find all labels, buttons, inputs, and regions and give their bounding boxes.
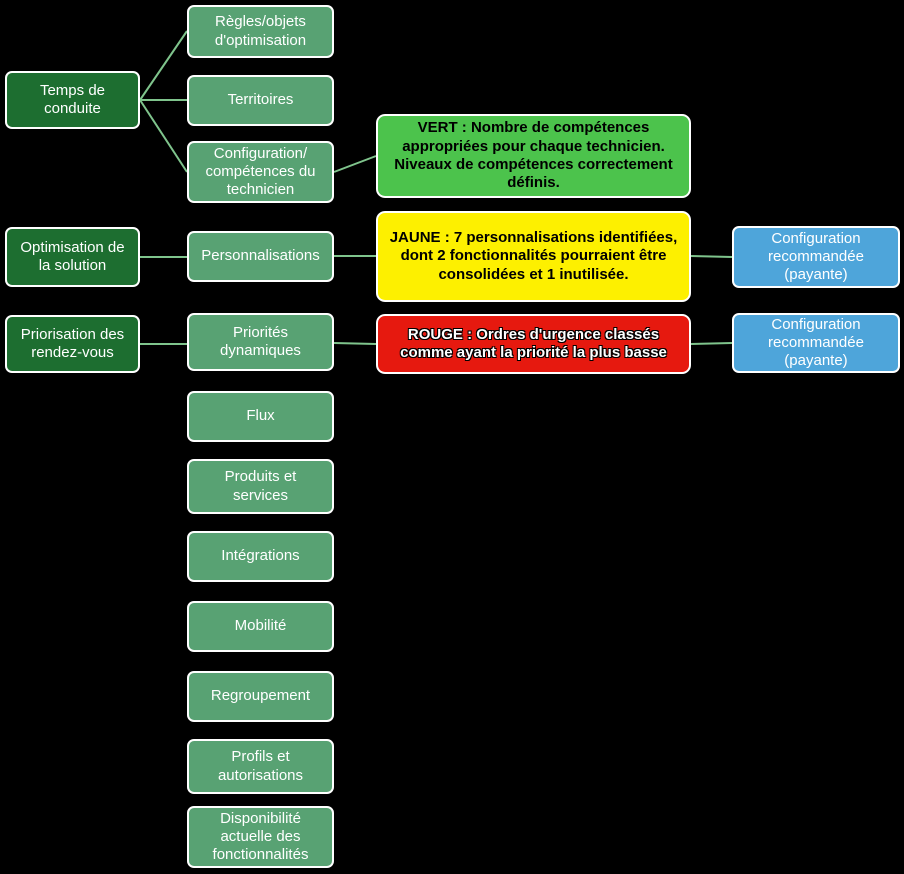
- node-label: Priorités dynamiques: [220, 323, 301, 359]
- node-territoires: Territoires: [187, 75, 334, 126]
- callout-label: VERT : Nombre de compétences appropriées…: [394, 119, 673, 192]
- node-label: Disponibilité actuelle des fonctionnalit…: [212, 809, 309, 864]
- node-optimisation-solution: Optimisation de la solution: [5, 227, 140, 287]
- node-label: Configuration/ compétences du technicien: [205, 144, 316, 199]
- node-label: Configuration recommandée (payante): [768, 315, 864, 370]
- node-label: Flux: [246, 407, 275, 425]
- node-label: Priorisation des rendez-vous: [20, 325, 125, 361]
- node-profils-autorisations: Profils et autorisations: [187, 739, 334, 794]
- node-integrations: Intégrations: [187, 531, 334, 582]
- connector-jaune-config-recommandee-1: [690, 255, 733, 258]
- node-mobilite: Mobilité: [187, 601, 334, 652]
- node-flux: Flux: [187, 391, 334, 442]
- node-label: Personnalisations: [201, 247, 320, 265]
- node-label: Temps de conduite: [39, 81, 106, 117]
- node-priorites-dynamiques: Priorités dynamiques: [187, 313, 334, 371]
- node-label: Configuration recommandée (payante): [768, 229, 864, 284]
- node-disponibilite-fonctionnalites: Disponibilité actuelle des fonctionnalit…: [187, 806, 334, 868]
- connector-rouge-config-recommandee-2: [690, 342, 733, 345]
- callout-jaune: JAUNE : 7 personnalisations identifiées,…: [376, 211, 691, 302]
- connector-configuration-vert: [333, 155, 377, 173]
- node-regles-objets-optimisation: Règles/objets d'optimisation: [187, 5, 334, 58]
- node-regroupement: Regroupement: [187, 671, 334, 722]
- node-label: Produits et services: [224, 468, 297, 504]
- node-priorisation-rendez-vous: Priorisation des rendez-vous: [5, 315, 140, 373]
- node-configuration-recommandee-1: Configuration recommandée (payante): [732, 226, 900, 288]
- node-label: Intégrations: [221, 547, 300, 565]
- node-temps-de-conduite: Temps de conduite: [5, 71, 140, 129]
- node-label: Optimisation de la solution: [20, 238, 125, 274]
- node-personnalisations: Personnalisations: [187, 231, 334, 282]
- connector-temps-configuration: [139, 99, 188, 173]
- connector-temps-regles: [139, 30, 188, 101]
- node-label: Profils et autorisations: [217, 748, 304, 784]
- node-label: Règles/objets d'optimisation: [214, 13, 307, 49]
- callout-vert: VERT : Nombre de compétences appropriées…: [376, 114, 691, 198]
- connector-priorites-rouge: [333, 342, 377, 345]
- node-label: Regroupement: [210, 687, 311, 705]
- node-label: Mobilité: [234, 617, 287, 635]
- node-label: Territoires: [227, 91, 294, 109]
- node-produits-services: Produits et services: [187, 459, 334, 514]
- callout-label: JAUNE : 7 personnalisations identifiées,…: [389, 229, 678, 283]
- callout-rouge: ROUGE : Ordres d'urgence classés comme a…: [376, 314, 691, 374]
- node-configuration-recommandee-2: Configuration recommandée (payante): [732, 313, 900, 373]
- callout-label: ROUGE : Ordres d'urgence classés comme a…: [400, 325, 667, 361]
- node-configuration-competences: Configuration/ compétences du technicien: [187, 141, 334, 203]
